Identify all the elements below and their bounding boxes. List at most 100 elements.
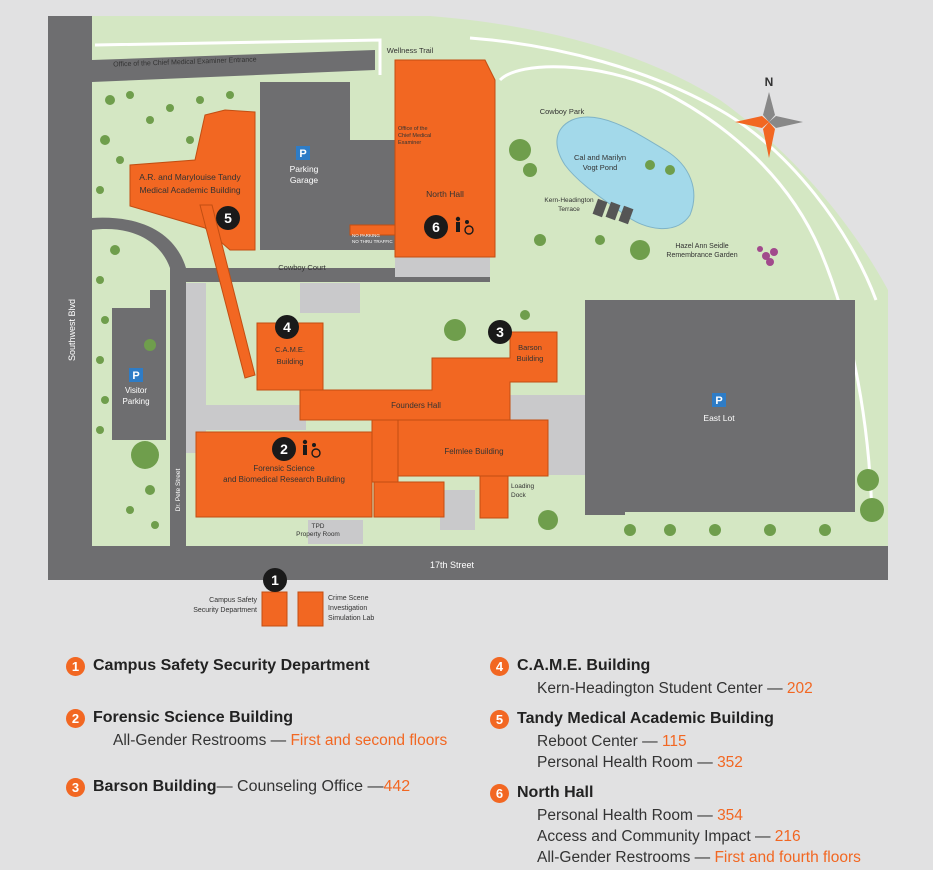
crime-scene-label-1: Crime Scene: [328, 595, 369, 602]
entrance-path: [94, 38, 382, 75]
tree-icon: [166, 104, 174, 112]
svg-text:3: 3: [496, 324, 504, 340]
cowboy-park-label: Cowboy Park: [540, 107, 585, 116]
compass-icon: N: [735, 75, 803, 158]
legend-detail: All-Gender Restrooms — First and fourth …: [537, 849, 861, 866]
marker-1[interactable]: 1: [263, 568, 287, 592]
tpd-label-1: TPD: [312, 523, 325, 530]
tree-icon: [857, 469, 879, 491]
tree-icon: [101, 396, 109, 404]
tree-icon: [145, 485, 155, 495]
north-hall[interactable]: [394, 59, 496, 258]
tree-group: [96, 91, 884, 536]
legend-title: Barson Building: [93, 778, 217, 795]
legend-detail: Personal Health Room — 354: [537, 807, 743, 824]
tree-icon: [645, 160, 655, 170]
tree-icon: [196, 96, 204, 104]
campus-safety-label-1: Campus Safety: [209, 597, 257, 604]
svg-text:6: 6: [432, 219, 440, 235]
no-parking-label-2: NO THRU TRAFFIC: [352, 239, 393, 244]
tree-icon: [226, 91, 234, 99]
garden-label-1: Hazel Ann Seidle: [675, 243, 728, 250]
legend-number-badge: 1: [66, 656, 85, 676]
tree-icon: [96, 276, 104, 284]
legend-left: 1 Campus Safety Security Department 2 Fo…: [66, 654, 447, 799]
pond-label-1: Cal and Marilyn: [574, 153, 626, 162]
barson-label-2: Building: [517, 354, 544, 363]
loading-dock-label-1: Loading: [511, 483, 535, 490]
no-parking-label-1: NO PARKING: [352, 233, 380, 238]
parking-garage: [260, 82, 350, 250]
barson-label-1: Barson: [518, 343, 542, 352]
dr-pete-street-label: Dr. Pete Street: [175, 468, 182, 511]
entrance-road: [92, 50, 375, 82]
svg-text:P: P: [715, 395, 722, 407]
marker-5[interactable]: 5: [216, 206, 240, 230]
legend-detail: Access and Community Impact — 216: [537, 828, 801, 845]
pond-label-2: Vogt Pond: [583, 163, 618, 172]
svg-text:P: P: [299, 148, 306, 160]
legend-item-4: 4 C.A.M.E. Building Kern-Headington Stud…: [490, 654, 861, 699]
tree-icon: [630, 240, 650, 260]
tree-icon: [96, 356, 104, 364]
legend-title: Forensic Science Building: [93, 709, 294, 726]
tree-icon: [665, 165, 675, 175]
legend-title: Tandy Medical Academic Building: [517, 710, 774, 727]
parking-icon: P: [129, 368, 143, 382]
came-label-1: C.A.M.E.: [275, 345, 305, 354]
garden-label-2: Remembrance Garden: [666, 252, 737, 259]
marker-3[interactable]: 3: [488, 320, 512, 344]
loading-dock-label-2: Dock: [511, 492, 527, 499]
legend-title: North Hall: [517, 784, 594, 801]
tandy-label-2: Medical Academic Building: [139, 185, 240, 195]
southwest-blvd-road: [48, 16, 92, 580]
tree-icon: [523, 163, 537, 177]
marker-6[interactable]: 6: [424, 215, 448, 239]
wellness-trail-label: Wellness Trail: [387, 46, 434, 55]
crime-scene-label-3: Simulation Lab: [328, 615, 374, 622]
map-outer-area: [430, 16, 888, 290]
legend-item-6: 6 North Hall Personal Health Room — 354 …: [490, 781, 861, 868]
tree-icon: [116, 156, 124, 164]
parking-icon: P: [712, 393, 726, 407]
tree-icon: [186, 136, 194, 144]
terrace-label-1: Kern-Headington: [544, 197, 594, 204]
tree-icon: [126, 91, 134, 99]
east-lot-label: East Lot: [703, 413, 735, 423]
legend-detail: Kern-Headington Student Center — 202: [537, 680, 813, 697]
remembrance-garden: [757, 246, 778, 266]
svg-text:P: P: [132, 370, 139, 382]
tree-icon: [146, 116, 154, 124]
kern-headington-terrace: [592, 198, 634, 225]
skybridge: [199, 204, 256, 379]
tree-icon: [520, 310, 530, 320]
tree-icon: [126, 506, 134, 514]
forensic-label-2: and Biomedical Research Building: [223, 475, 345, 484]
tpd-label-2: Property Room: [296, 531, 340, 538]
tree-icon: [100, 135, 110, 145]
17th-street-road: [48, 546, 888, 580]
compass-label: N: [765, 75, 774, 89]
tree-icon: [444, 319, 466, 341]
crime-scene-lab-building[interactable]: [297, 591, 324, 627]
svg-text:2: 2: [280, 441, 288, 457]
legend-item-5: 5 Tandy Medical Academic Building Reboot…: [490, 707, 861, 773]
legend-title: Campus Safety Security Department: [93, 657, 370, 674]
visitor-parking-label-2: Parking: [122, 397, 149, 406]
felmlee-label: Felmlee Building: [444, 447, 503, 456]
marker-2[interactable]: 2: [272, 437, 296, 461]
legend-number-badge: 5: [490, 709, 509, 729]
ocme-label-3: Examiner: [398, 140, 421, 146]
north-hall-label: North Hall: [426, 189, 464, 199]
ocme-label-1: Office of the: [398, 126, 428, 132]
campus-safety-building[interactable]: [261, 591, 288, 627]
legend-number-badge: 2: [66, 708, 85, 728]
tree-icon: [764, 524, 776, 536]
legend-number-badge: 6: [490, 783, 509, 803]
legend-title: C.A.M.E. Building: [517, 657, 651, 674]
tree-icon: [96, 186, 104, 194]
ocme-label-2: Chief Medical: [398, 133, 431, 139]
restroom-icon: [302, 439, 321, 458]
campus-map: P P P N 5 6 4 3 2 1: [48, 16, 888, 627]
marker-4[interactable]: 4: [275, 315, 299, 339]
